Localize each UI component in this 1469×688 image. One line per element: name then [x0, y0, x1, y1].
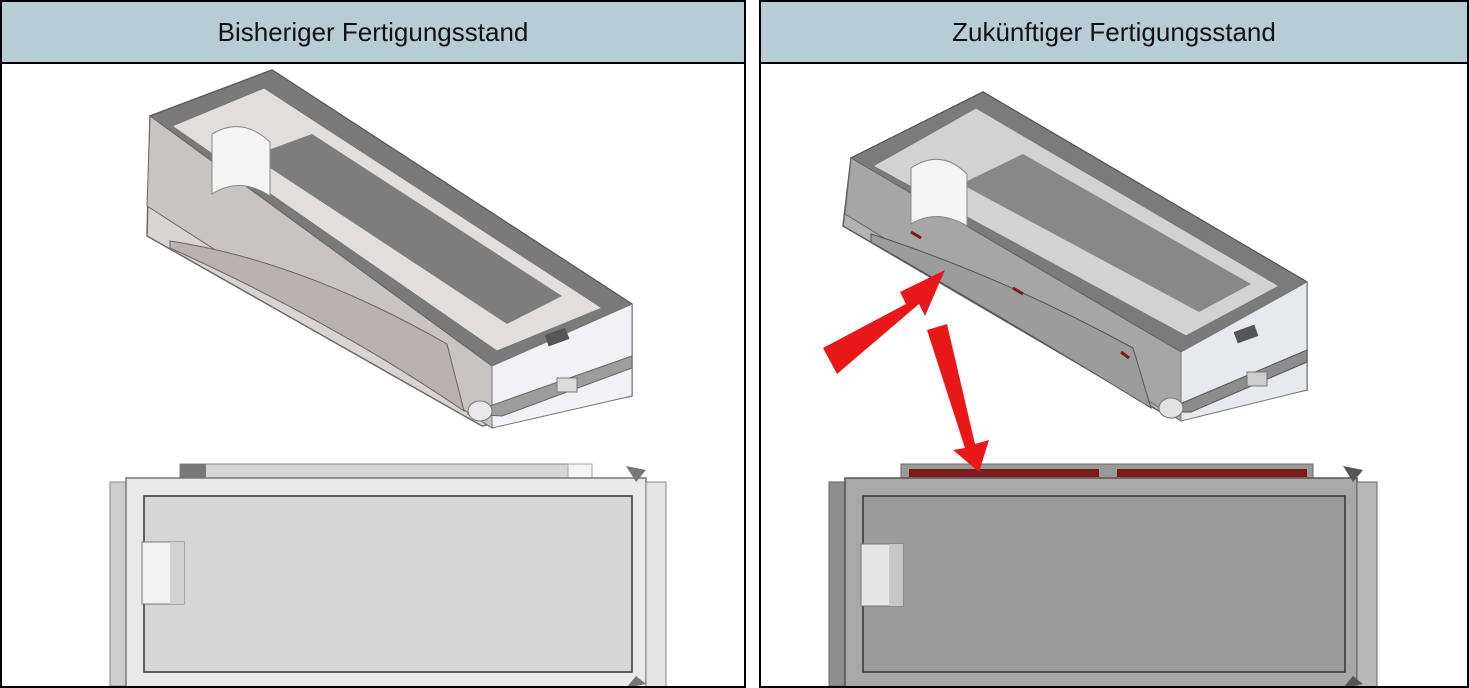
panel-new-state: Zukünftiger Fertigungsstand: [759, 0, 1469, 688]
new-part-drawings: [823, 91, 1378, 686]
panel-old-state: Bisheriger Fertigungsstand: [0, 0, 746, 688]
highlight-strip-top-left: [909, 469, 1099, 477]
pointer-arrow-icon: [927, 324, 989, 472]
new-part-top-view: [828, 463, 1378, 686]
pointer-arrow-icon: [823, 270, 945, 374]
panel-title-old: Bisheriger Fertigungsstand: [2, 2, 744, 64]
highlight-strip-top-right: [1117, 469, 1307, 477]
panel-title-new: Zukünftiger Fertigungsstand: [761, 2, 1467, 64]
new-part-isometric: [842, 91, 1309, 422]
old-part-drawings: [109, 69, 667, 686]
old-part-isometric: [146, 69, 634, 429]
old-part-top-view: [109, 463, 667, 686]
